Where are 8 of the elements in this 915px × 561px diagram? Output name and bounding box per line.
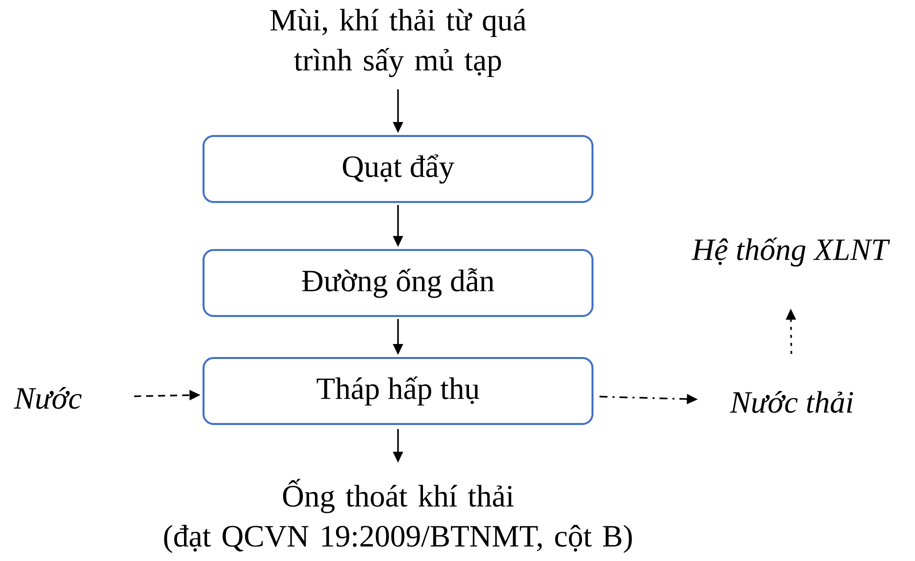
flow-text: Mùi, khí thải từ quá trình sấy mủ tạp — [270, 8, 526, 78]
process-box: Đường ống dẫn — [202, 249, 594, 317]
flow-text: Nước thải — [730, 391, 853, 413]
process-box: Quạt đẩy — [202, 135, 594, 203]
flow-text: Hệ thống XLNT — [692, 237, 890, 267]
flow-text: Ống thoát khí thải (đạt QCVN 19:2009/BTNMT, cột B) — [164, 478, 632, 554]
process-box: Tháp hấp thụ — [202, 357, 594, 425]
flow-text: Nước — [14, 387, 82, 409]
